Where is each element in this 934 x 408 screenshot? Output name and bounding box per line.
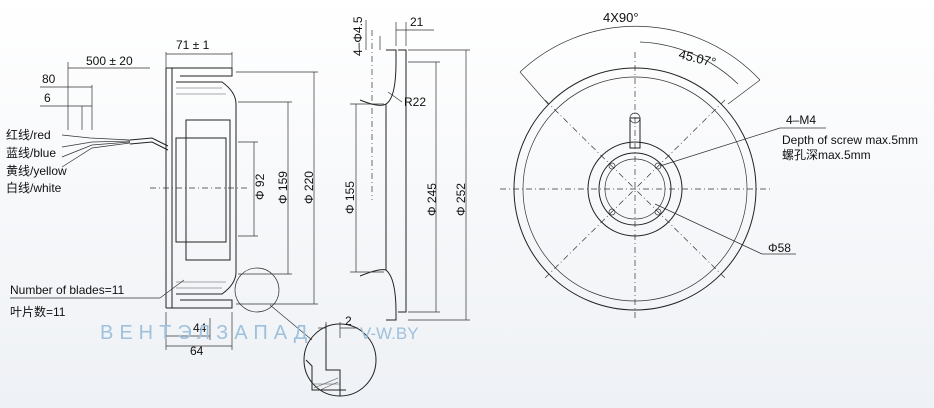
- angle-4x90-label: 4X90°: [603, 10, 639, 25]
- d21-label: 21: [410, 15, 424, 29]
- d64-label: 64: [190, 344, 204, 358]
- strip-80-label: 80: [42, 72, 56, 86]
- cable-dimensions: 500 ± 20 80 6: [40, 54, 150, 130]
- side-view: 71 ± 1 Φ 92 Φ 159 Φ 220 44 64: [10, 38, 318, 358]
- screw-depth-en: Depth of screw max.5mm: [782, 133, 918, 147]
- d252-label: Φ 252: [454, 183, 468, 216]
- profile-view: 4–Φ4.5 21 R22 Φ 155 Φ 245 Φ 252: [343, 15, 470, 321]
- screw-depth-cn: 螺孔深max.5mm: [782, 148, 871, 162]
- d245-label: Φ 245: [425, 183, 439, 216]
- watermark: ВЕНТЭЛЗАПАД V-W.BY: [100, 322, 419, 344]
- strip-6-label: 6: [44, 91, 51, 105]
- cable-wires: [61, 134, 169, 168]
- wire-red-label: 红线/red: [6, 127, 51, 142]
- cable-length-label: 500 ± 20: [86, 54, 133, 68]
- d220-label: Φ 220: [302, 171, 316, 204]
- d159-label: Φ 159: [276, 171, 290, 204]
- wire-yellow-label: 黄线/yellow: [6, 164, 67, 178]
- watermark-site: V-W.BY: [360, 324, 419, 343]
- front-view: 4X90° 45.07° 4–M4 Depth of screw max.5mm…: [500, 10, 918, 320]
- wire-white-label: 白线/white: [6, 180, 62, 195]
- r22-label: R22: [404, 95, 426, 109]
- offset-angle-label: 45.07°: [677, 46, 717, 70]
- d155-label: Φ 155: [343, 181, 357, 214]
- d44-label: 44: [193, 321, 207, 335]
- d92-label: Φ 92: [253, 173, 267, 200]
- wire-blue-label: 蓝线/blue: [6, 146, 56, 160]
- blades-count-en: Number of blades=11: [10, 283, 125, 297]
- detail-view: 2: [303, 314, 377, 397]
- width-71-label: 71 ± 1: [176, 38, 210, 52]
- watermark-brand: ВЕНТЭЛЗАПАД: [100, 322, 313, 344]
- blades-count-cn: 叶片数=11: [10, 304, 66, 319]
- screw-4xm4-label: 4–M4: [786, 113, 816, 127]
- d58-label: Φ58: [768, 241, 791, 255]
- wire-labels: 红线/red 蓝线/blue 黄线/yellow 白线/white: [6, 127, 67, 195]
- d2-label: 2: [345, 314, 352, 328]
- hole-4x4.5-label: 4–Φ4.5: [351, 16, 365, 56]
